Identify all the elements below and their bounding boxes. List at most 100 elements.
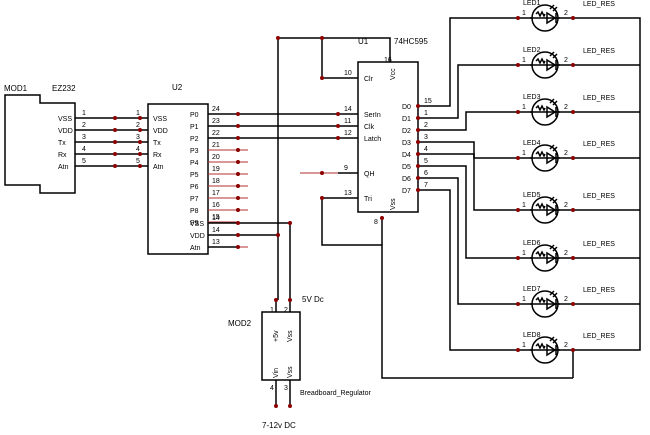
led-label: LED_RES xyxy=(583,95,615,102)
mod2-ref: MOD2 xyxy=(228,319,252,328)
mod1-pin-label: Atn xyxy=(58,164,69,171)
diode-symbol xyxy=(546,203,557,217)
junction-dot xyxy=(288,404,292,408)
led-pin-2: 2 xyxy=(564,57,568,64)
mod2-top-pin-label: +5v xyxy=(273,330,280,342)
mod2-top-pin-label: Vss xyxy=(287,330,294,342)
junction-dot xyxy=(236,124,240,128)
u1-vss-label: Vss xyxy=(390,198,397,210)
mod1-name: EZ232 xyxy=(52,84,76,93)
u2-left-pin-label: Tx xyxy=(153,140,161,147)
junction-dot xyxy=(113,152,117,156)
led-pin-2: 2 xyxy=(564,250,568,257)
junction-dot xyxy=(320,196,324,200)
diode-symbol xyxy=(546,297,557,311)
junction-dot xyxy=(288,221,292,225)
u2-right-pin-number: 16 xyxy=(212,202,220,209)
junction-dot xyxy=(416,152,420,156)
diode-symbol xyxy=(546,11,557,25)
mod1-body xyxy=(4,94,76,194)
light-arrows-icon xyxy=(549,98,558,106)
light-arrows-icon xyxy=(549,144,558,152)
u2-right-pin-label: P4 xyxy=(190,160,199,167)
junction-dot xyxy=(113,128,117,132)
u1-left-pin-label: Tri xyxy=(364,196,372,203)
light-arrows-icon xyxy=(549,196,558,204)
u2-left-pin-number: 1 xyxy=(136,110,140,117)
led-ref: LED3 xyxy=(523,94,541,101)
u2-left-pin-label: VDD xyxy=(153,128,168,135)
u2-right-pin-number: 14 xyxy=(212,215,220,222)
junction-dot xyxy=(274,298,278,302)
u2-left-pin-number: 3 xyxy=(136,134,140,141)
u2-right-pin-label: P1 xyxy=(190,124,199,131)
u2-right-pin-label: P6 xyxy=(190,184,199,191)
u1-left-pin-number: 14 xyxy=(344,106,352,113)
junction-dot xyxy=(516,256,520,260)
light-arrows-icon xyxy=(549,290,558,298)
diode-symbol xyxy=(546,251,557,265)
mod2-body xyxy=(261,311,301,381)
u1-left-pin-label: SerIn xyxy=(364,112,381,119)
u1-right-pin-number: 1 xyxy=(424,110,428,117)
mod1-pin-number: 4 xyxy=(82,146,86,153)
junction-dot xyxy=(516,16,520,20)
junction-dot xyxy=(516,208,520,212)
junction-dot xyxy=(236,221,240,225)
u1-right-pin-label: D0 xyxy=(402,104,411,111)
led-ref: LED2 xyxy=(523,47,541,54)
u2-right-pin-number: 23 xyxy=(212,118,220,125)
led-pin-1: 1 xyxy=(522,150,526,157)
junction-dot xyxy=(336,112,340,116)
u2-right-pin-label: P0 xyxy=(190,112,199,119)
u2-right-pin-number: 21 xyxy=(212,142,220,149)
u1-left-pin-number: 13 xyxy=(344,190,352,197)
u2-right-pin-label: P3 xyxy=(190,148,199,155)
junction-dots xyxy=(113,16,575,408)
led-ref: LED8 xyxy=(523,332,541,339)
u1-right-pin-number: 3 xyxy=(424,134,428,141)
junction-dot xyxy=(516,156,520,160)
u1-ref: U1 xyxy=(358,37,369,46)
led-pin-1: 1 xyxy=(522,342,526,349)
led-pin-1: 1 xyxy=(522,250,526,257)
u1-vcc-label: Vcc xyxy=(390,68,397,80)
u1-left-pin-label: Clr xyxy=(364,76,374,83)
u1-left-pin-label: QH xyxy=(364,171,375,178)
u1-right-pin-number: 2 xyxy=(424,122,428,129)
u1-right-pin-number: 4 xyxy=(424,146,428,153)
mod1-pin-label: VDD xyxy=(58,128,73,135)
diode-symbol xyxy=(546,58,557,72)
u1-left-pin-number: 9 xyxy=(344,165,348,172)
mod1-ref: MOD1 xyxy=(4,84,28,93)
mod1-pin-label: Tx xyxy=(58,140,66,147)
junction-dot xyxy=(276,233,280,237)
junction-dot xyxy=(320,171,324,175)
u2-right-pin-label: P5 xyxy=(190,172,199,179)
junction-dot xyxy=(274,404,278,408)
u2-right-pin-label: Atn xyxy=(190,245,201,252)
u2-left-pin-number: 5 xyxy=(136,158,140,165)
junction-dot xyxy=(571,208,575,212)
junction-dot xyxy=(516,63,520,67)
u2-right-pin-label: P8 xyxy=(190,208,199,215)
resistor-symbol xyxy=(535,296,546,304)
u2-left-pin-label: Rx xyxy=(153,152,162,159)
u1-left-pin-label: Clk xyxy=(364,124,375,131)
junction-dot xyxy=(416,104,420,108)
junction-dot xyxy=(113,164,117,168)
u1-right-pin-number: 6 xyxy=(424,170,428,177)
junction-dot xyxy=(380,216,384,220)
light-arrows-icon xyxy=(549,4,558,12)
mod2-bottom-pin-label: Vin xyxy=(273,368,280,378)
junction-dot xyxy=(113,140,117,144)
resistor-symbol xyxy=(535,202,546,210)
